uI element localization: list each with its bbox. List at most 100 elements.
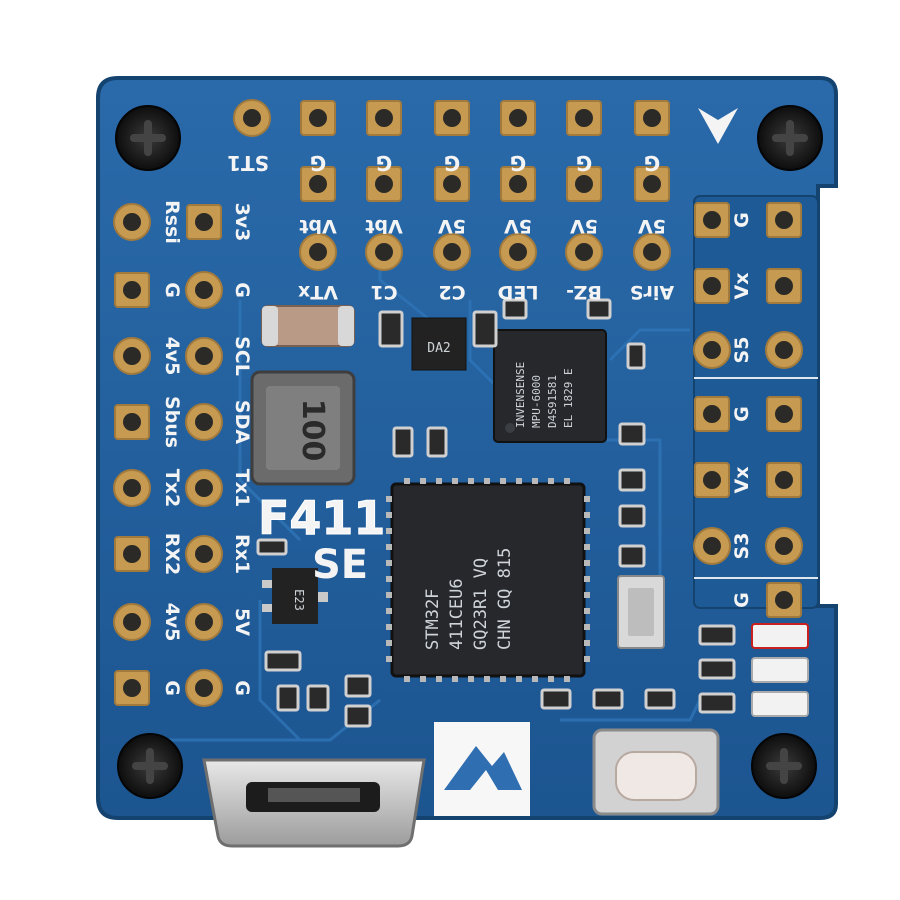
pad-hole bbox=[195, 413, 213, 431]
pad-left-inner bbox=[186, 204, 222, 240]
mcu-pin bbox=[584, 624, 590, 630]
label-left-inner: Tx1 bbox=[231, 469, 253, 507]
pad-top-g bbox=[300, 100, 336, 136]
smd-body bbox=[698, 692, 736, 714]
pad-hole bbox=[309, 175, 327, 193]
label-second-row: 5V bbox=[438, 215, 466, 237]
mountain-logo-icon bbox=[434, 722, 530, 816]
mcu-pin bbox=[436, 478, 442, 484]
smd-body bbox=[392, 426, 414, 458]
label-right: Vx bbox=[731, 467, 753, 494]
pad-second-row bbox=[634, 166, 670, 202]
pad-top-g bbox=[434, 100, 470, 136]
smd-body bbox=[618, 468, 646, 492]
pad-left-inner bbox=[185, 469, 223, 507]
chip-marking: MPU-6000 bbox=[530, 375, 543, 428]
pad-hole bbox=[575, 109, 593, 127]
smd-component bbox=[698, 658, 736, 680]
label-right: Vx bbox=[731, 273, 753, 300]
label-second-row: 5V bbox=[638, 215, 666, 237]
pad-left-outer bbox=[113, 603, 151, 641]
pad-hole bbox=[643, 109, 661, 127]
pad-hole bbox=[443, 109, 461, 127]
label-top-g: G bbox=[644, 151, 660, 175]
mcu-pin bbox=[386, 544, 392, 550]
small-ic: DA2 bbox=[411, 317, 467, 371]
smd-body bbox=[618, 544, 646, 568]
pad-left-outer bbox=[113, 337, 151, 375]
status-leds bbox=[751, 623, 809, 717]
label-third-row: AirS bbox=[630, 281, 674, 303]
pad-hole bbox=[123, 479, 141, 497]
svg-text:DA2: DA2 bbox=[427, 341, 450, 356]
pad-left-outer bbox=[114, 404, 150, 440]
smd-body bbox=[472, 310, 498, 348]
pad-hole bbox=[375, 175, 393, 193]
pad-hole bbox=[375, 243, 393, 261]
smd-component bbox=[618, 422, 646, 446]
pad-top-g bbox=[500, 100, 536, 136]
pad-top-g bbox=[634, 100, 670, 136]
mcu-pin bbox=[584, 608, 590, 614]
mcu-pin bbox=[386, 624, 392, 630]
pad-hole bbox=[375, 109, 393, 127]
pad-third-row bbox=[433, 233, 471, 271]
smd-component bbox=[586, 298, 612, 320]
pad-hole bbox=[703, 277, 721, 295]
mcu-pin bbox=[516, 478, 522, 484]
pad-hole bbox=[123, 281, 141, 299]
pad-hole bbox=[775, 211, 793, 229]
smd-component bbox=[264, 650, 302, 672]
smd-component bbox=[306, 684, 330, 712]
pad-hole bbox=[509, 243, 527, 261]
smd-component bbox=[378, 310, 404, 348]
mcu-pin bbox=[386, 576, 392, 582]
label-left-outer: Tx2 bbox=[161, 469, 183, 507]
label-left-outer: Sbus bbox=[161, 396, 183, 448]
smd-component bbox=[644, 688, 676, 710]
pad-hole bbox=[123, 413, 141, 431]
pad-right bbox=[766, 268, 802, 304]
label-left-inner: 3v3 bbox=[231, 203, 253, 242]
chip-marking: GQ23R1 VQ bbox=[471, 558, 491, 650]
smd-component bbox=[626, 342, 646, 370]
pad-hole bbox=[195, 213, 213, 231]
label-left-outer: RX2 bbox=[161, 533, 183, 576]
smd-body bbox=[586, 298, 612, 320]
mcu-pin bbox=[386, 640, 392, 646]
label-left-outer: 4v5 bbox=[161, 337, 183, 376]
mcu-pin bbox=[386, 528, 392, 534]
boot-button[interactable] bbox=[592, 728, 720, 816]
pad-right bbox=[694, 202, 730, 238]
inductor-code: 100 bbox=[295, 399, 330, 462]
usb-port bbox=[202, 758, 426, 848]
mcu-pin bbox=[420, 676, 426, 682]
pad-hole bbox=[775, 341, 793, 359]
chip-marking: INVENSENSE bbox=[514, 362, 527, 428]
smd-component bbox=[618, 544, 646, 568]
label-top-g: G bbox=[444, 151, 460, 175]
smd-body bbox=[644, 688, 676, 710]
label-right: G bbox=[731, 212, 753, 228]
pad-third-row bbox=[633, 233, 671, 271]
smd-component bbox=[698, 624, 736, 646]
pad-hole bbox=[509, 175, 527, 193]
mcu-pin bbox=[420, 478, 426, 484]
smd-body bbox=[256, 538, 288, 556]
pad-hole bbox=[775, 405, 793, 423]
smd-body bbox=[378, 310, 404, 348]
smd-body bbox=[426, 426, 448, 458]
mcu-pin bbox=[584, 592, 590, 598]
label-top-g: G bbox=[510, 151, 526, 175]
label-third-row: C1 bbox=[370, 281, 397, 303]
mcu-pin bbox=[548, 676, 554, 682]
mounting-screw-icon bbox=[117, 733, 183, 799]
pad-left-outer bbox=[114, 670, 150, 706]
label-right: G bbox=[731, 592, 753, 608]
smd-component bbox=[540, 688, 572, 710]
mounting-screw-icon bbox=[115, 105, 181, 171]
pad-hole bbox=[243, 109, 261, 127]
label-right: S3 bbox=[731, 533, 753, 560]
